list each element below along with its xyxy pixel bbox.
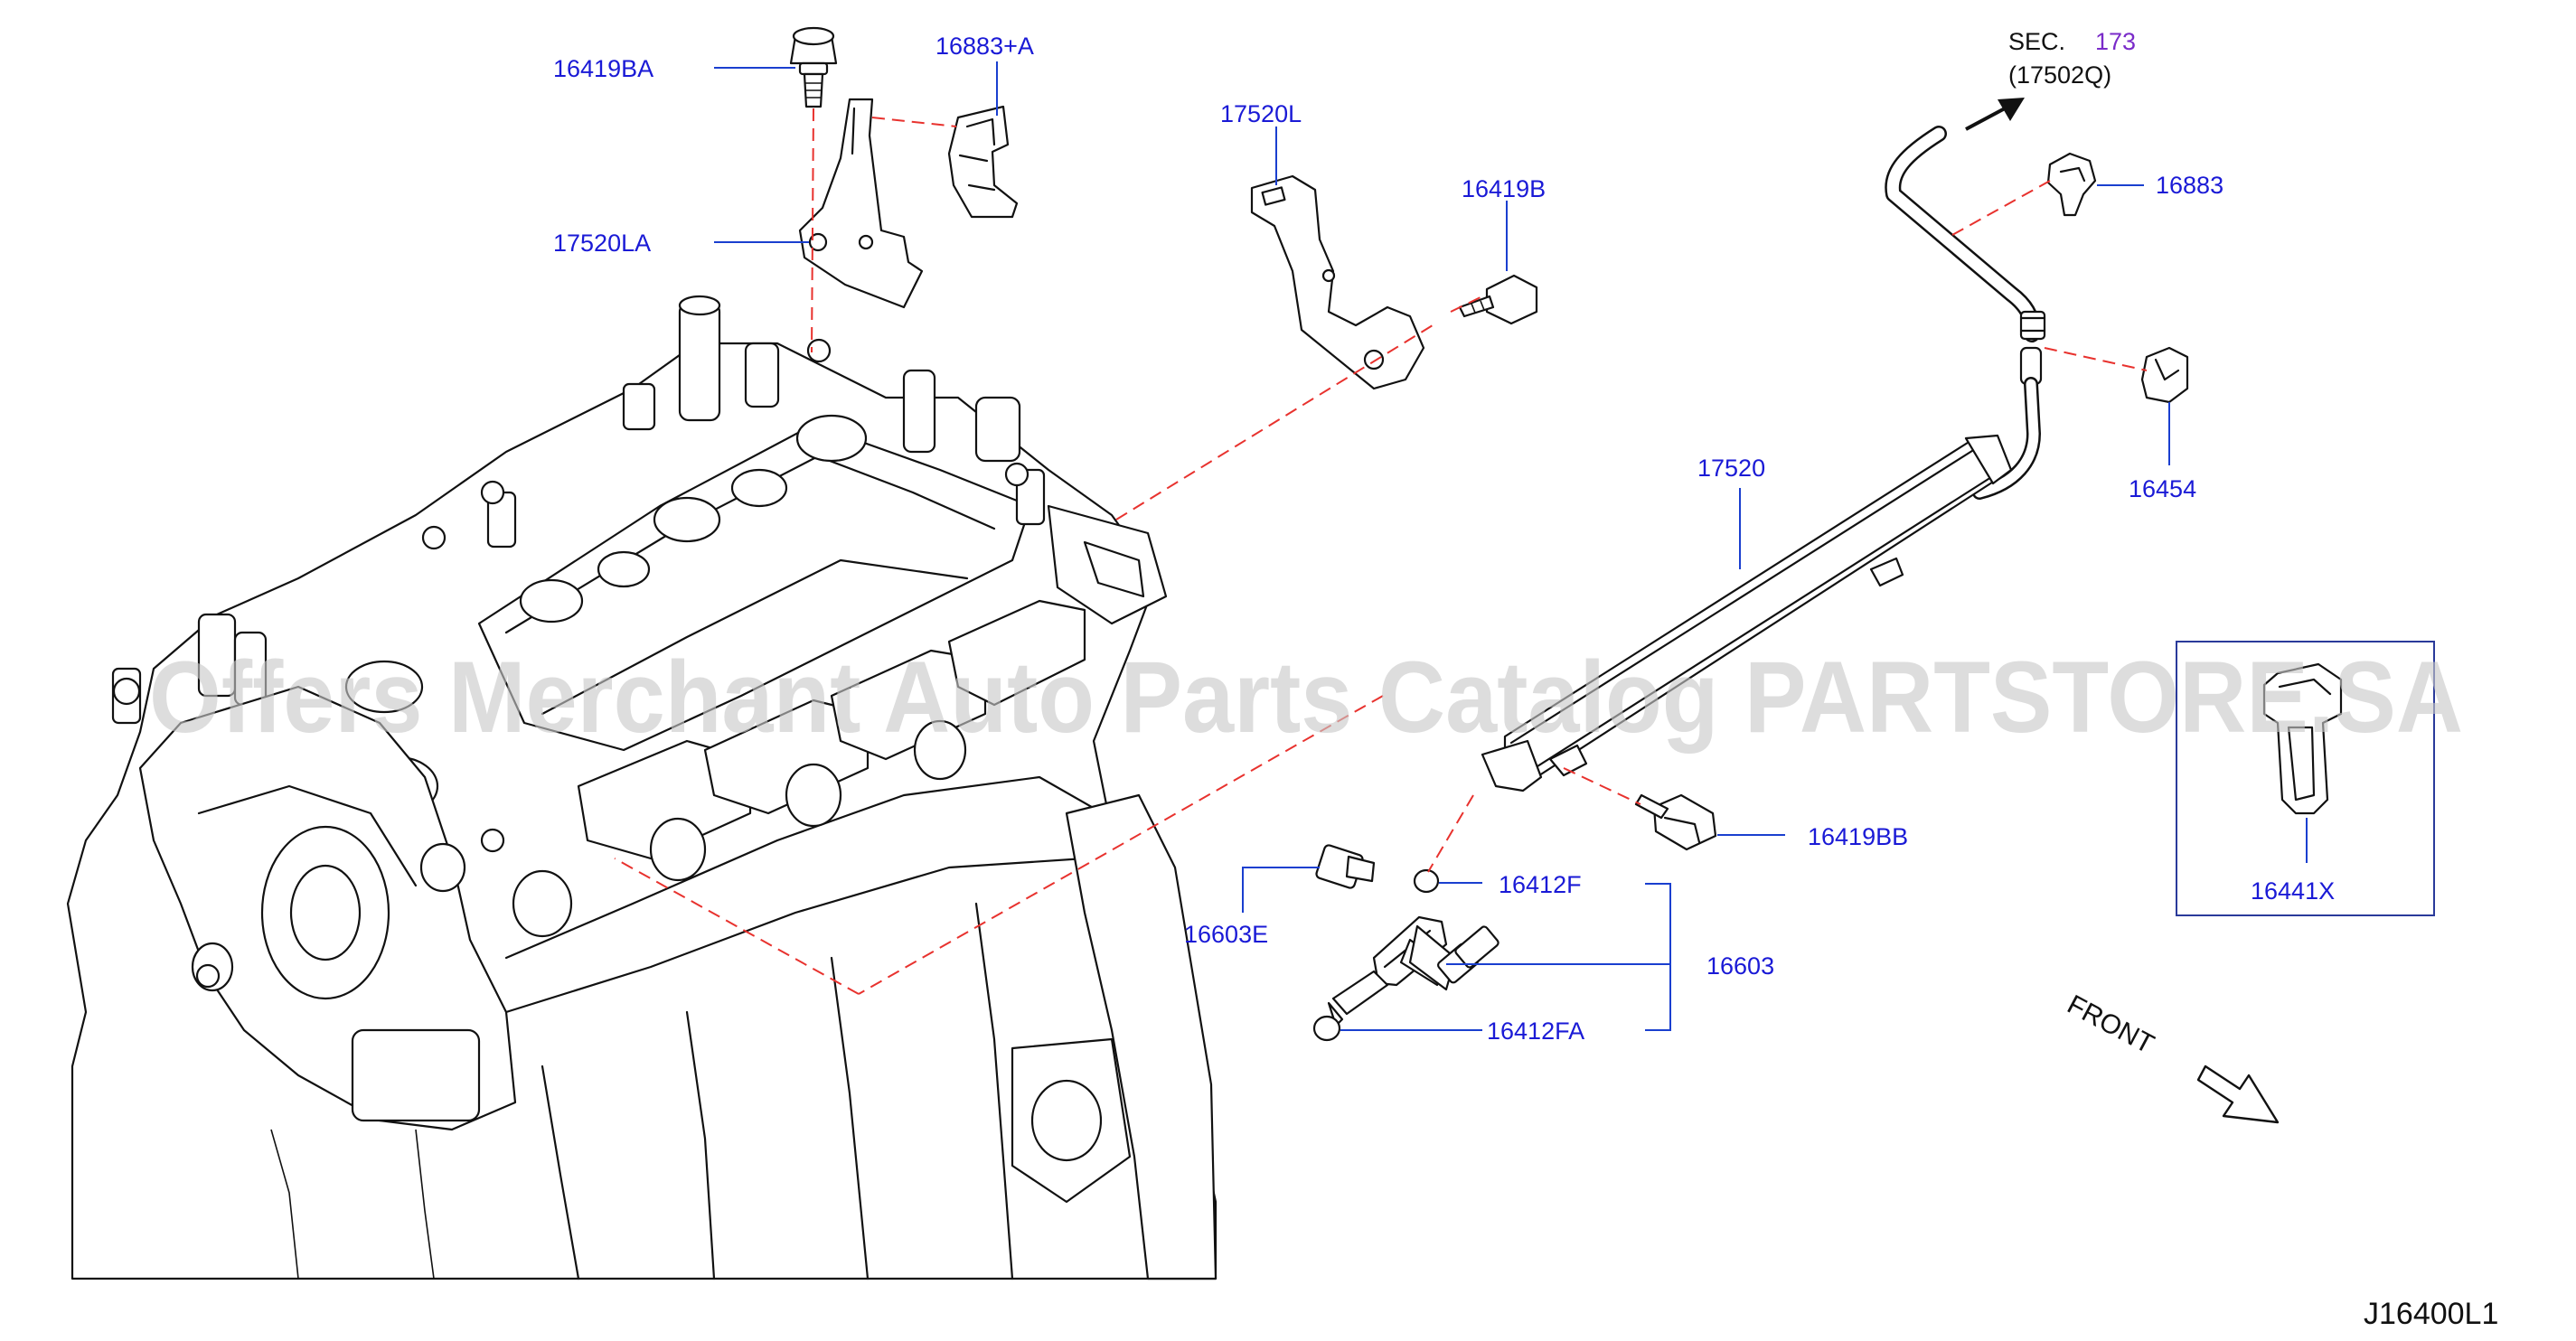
section-number[interactable]: 173 bbox=[2095, 28, 2136, 55]
outline-arrow-down-right-icon bbox=[2196, 1064, 2280, 1124]
clip-16441X-illustration bbox=[2262, 662, 2343, 815]
leader-lines bbox=[714, 61, 2308, 1031]
callout-16412FA[interactable]: 16412FA bbox=[1487, 1017, 1584, 1045]
callout-16603E[interactable]: 16603E bbox=[1184, 921, 1268, 948]
engine-block-illustration bbox=[66, 295, 1217, 1280]
clip-16883A-illustration bbox=[947, 105, 1019, 219]
callout-16883A[interactable]: 16883+A bbox=[935, 33, 1034, 60]
watermark-text: Offers Merchant Auto Parts Catalog PARTS… bbox=[149, 641, 2463, 754]
clip-16454-illustration bbox=[2140, 346, 2189, 404]
callout-16419B[interactable]: 16419B bbox=[1462, 175, 1546, 202]
callout-16441X[interactable]: 16441X bbox=[2251, 877, 2335, 905]
callout-16454[interactable]: 16454 bbox=[2129, 475, 2196, 502]
section-part: (17502Q) bbox=[2008, 61, 2111, 89]
fuel-rail-17520-illustration bbox=[1481, 434, 2013, 792]
solid-arrow-up-right-icon bbox=[1965, 98, 2025, 131]
callout-labels: 16419BA 16883+A 17520L 16419B 17520LA 16… bbox=[553, 33, 2335, 1045]
bracket-17520L-illustration bbox=[1250, 174, 1425, 390]
bracket-17520LA-illustration bbox=[798, 98, 924, 309]
bolt-16419BA-illustration bbox=[789, 26, 838, 108]
o-ring-16412F-illustration bbox=[1413, 868, 1440, 894]
inset-box-16441X bbox=[2176, 641, 2435, 916]
callout-16412F[interactable]: 16412F bbox=[1499, 871, 1582, 898]
diagram-id: J16400L1 bbox=[2364, 1297, 2498, 1331]
fuel-feed-tube-illustration bbox=[1885, 126, 2046, 500]
fuel-injector-16603-illustration bbox=[1315, 844, 1500, 1027]
clip-16883-illustration bbox=[2046, 152, 2097, 217]
callout-16419BA[interactable]: 16419BA bbox=[553, 55, 653, 82]
section-prefix: SEC. bbox=[2008, 28, 2065, 55]
callout-17520LA[interactable]: 17520LA bbox=[553, 230, 651, 257]
callout-17520[interactable]: 17520 bbox=[1697, 455, 1765, 482]
callout-17520L[interactable]: 17520L bbox=[1220, 100, 1302, 127]
bolt-16419B-illustration bbox=[1458, 274, 1538, 325]
dashed-alignment-lines bbox=[614, 108, 2148, 995]
section-reference[interactable]: SEC. 173 (17502Q) bbox=[2008, 28, 2136, 89]
bolt-16419BB-illustration bbox=[1634, 793, 1717, 851]
callout-16419BB[interactable]: 16419BB bbox=[1808, 823, 1908, 850]
front-label: FRONT bbox=[2063, 989, 2159, 1060]
callout-16883[interactable]: 16883 bbox=[2156, 172, 2223, 199]
callout-16603[interactable]: 16603 bbox=[1706, 952, 1774, 980]
o-ring-16412FA-illustration bbox=[1312, 1015, 1341, 1042]
